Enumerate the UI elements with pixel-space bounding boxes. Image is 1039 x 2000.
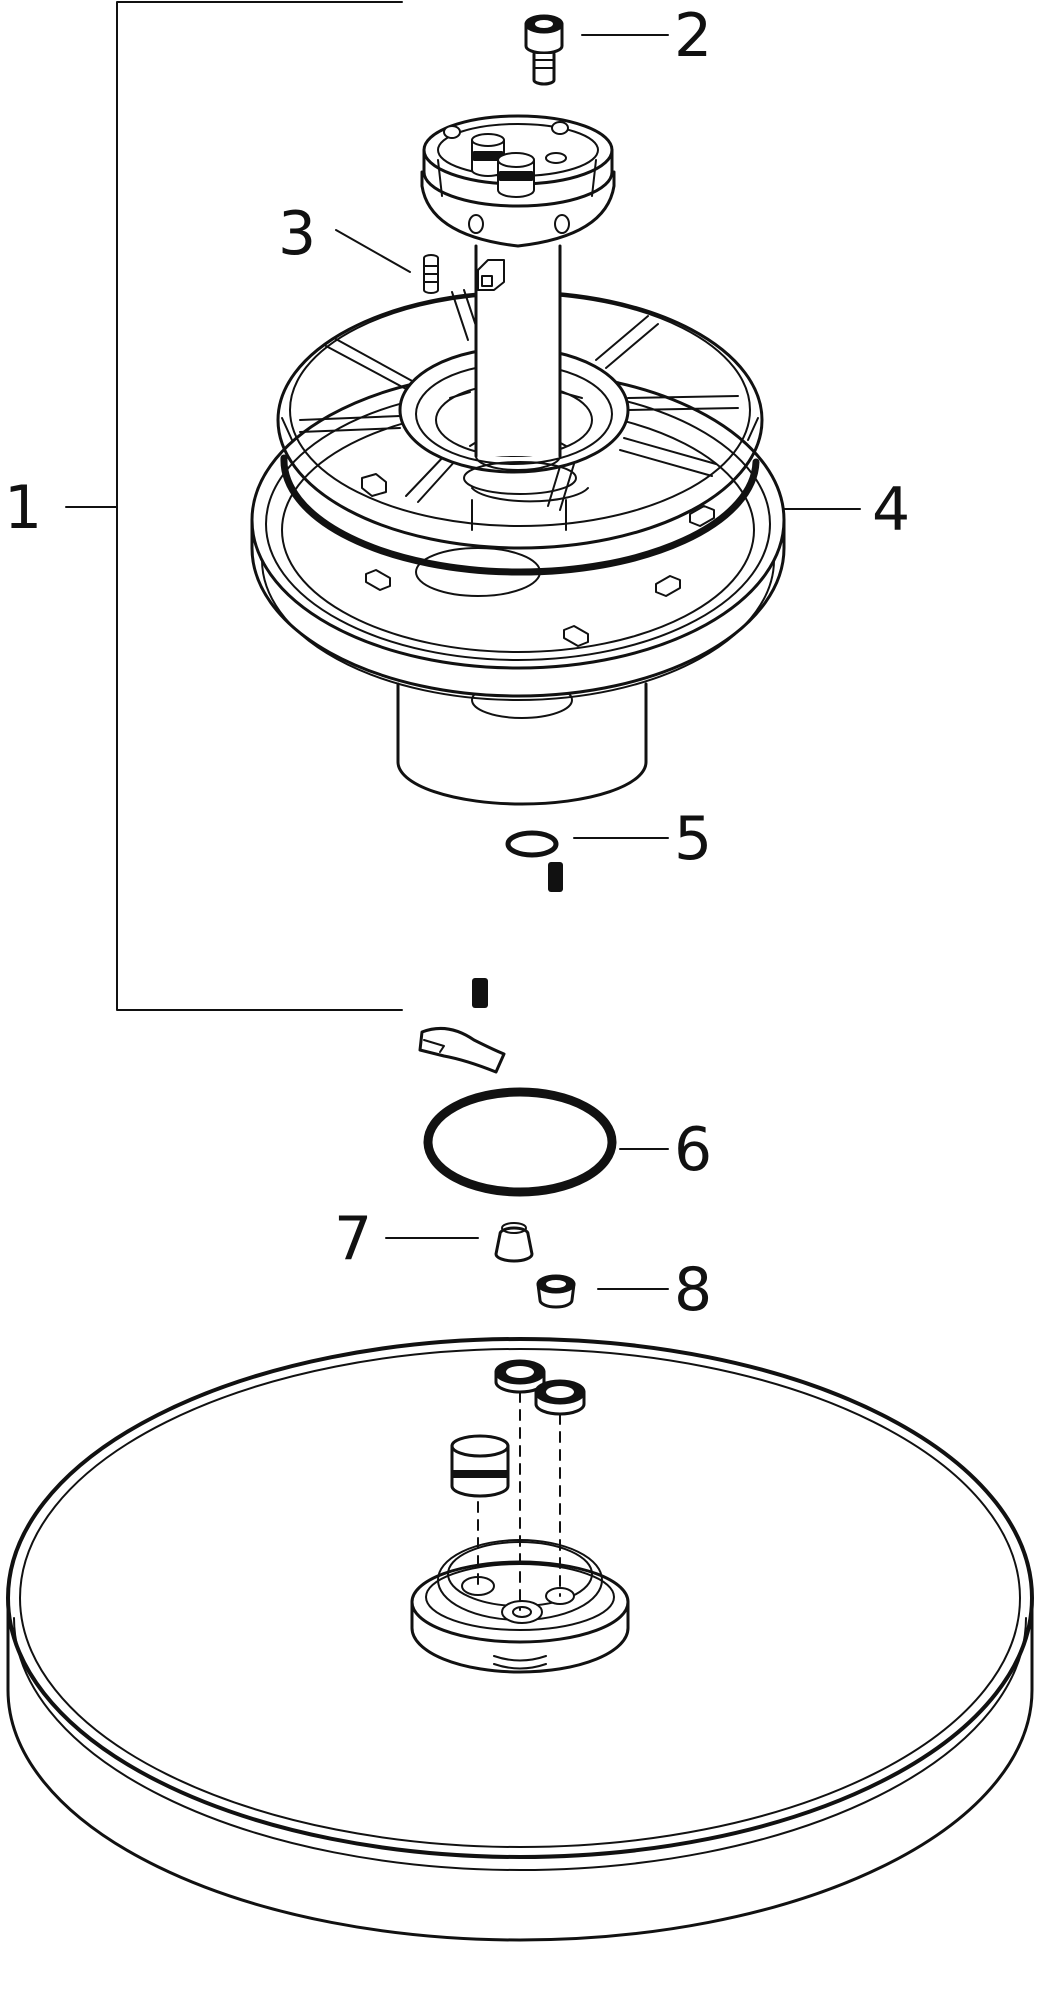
disc-tabs <box>365 505 715 647</box>
spring-lower <box>472 978 488 1008</box>
callout-5-label: 5 <box>674 804 712 874</box>
part-2-insert <box>450 1434 510 1498</box>
callout-3-label: 3 <box>278 199 316 269</box>
callout-3: 3 <box>278 199 411 273</box>
callout-2-top-label: 2 <box>674 1 712 71</box>
retaining-clip <box>418 1026 506 1074</box>
callout-7: 7 <box>334 1204 479 1274</box>
part-3-pin <box>423 254 439 294</box>
callout-1-label: 1 <box>4 473 42 543</box>
callout-6-label: 6 <box>674 1115 712 1185</box>
part-6-oring <box>423 1087 617 1197</box>
callout-6: 6 <box>619 1115 712 1185</box>
part-2-top-cartridge <box>524 14 564 86</box>
callout-4-label: 4 <box>872 475 910 545</box>
callout-8: 8 <box>597 1255 712 1325</box>
body-shaft <box>471 244 567 531</box>
callout-8-label: 8 <box>674 1255 712 1325</box>
body-top-head <box>420 114 616 248</box>
part-9-caps <box>494 1359 586 1416</box>
callout-7-label: 7 <box>334 1204 372 1274</box>
part-8-grommet <box>536 1274 576 1309</box>
callout-5: 5 <box>573 804 712 874</box>
callout-2-top: 2 <box>581 1 712 71</box>
callout-1: 1 <box>4 1 403 1011</box>
body-lower-cylinder <box>396 681 648 806</box>
assembly-dashed-lines <box>477 1391 561 1611</box>
part-5-oring <box>505 830 563 892</box>
part-7-cap <box>494 1222 534 1263</box>
